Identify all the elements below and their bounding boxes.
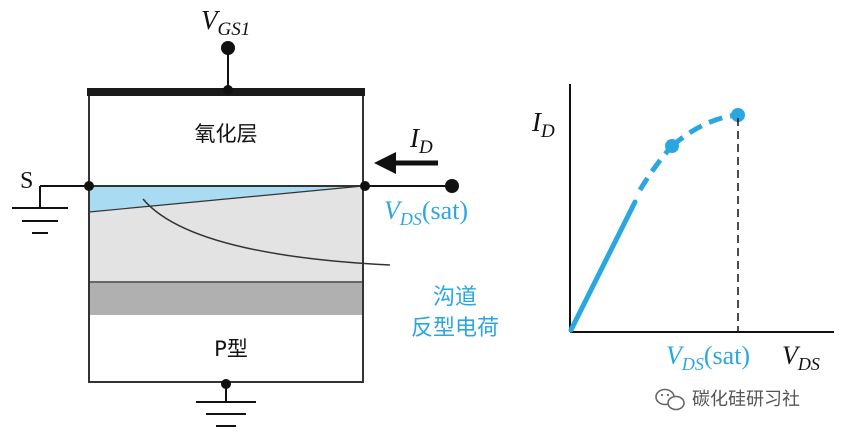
- substrate-label: P型: [214, 337, 248, 361]
- linear-region-curve: [568, 199, 638, 333]
- transition-dashed-curve: [637, 144, 674, 192]
- substrate-ground-icon: [196, 401, 256, 427]
- watermark: 碳化硅研习社: [655, 388, 800, 411]
- curve-point-1: [665, 139, 679, 153]
- wechat-icon: [655, 388, 685, 411]
- watermark-text: 碳化硅研习社: [692, 389, 800, 410]
- x-tick-saturation-label: VDS(sat): [666, 341, 750, 374]
- drain-current-label: ID: [409, 123, 433, 158]
- saturation-point: [731, 108, 745, 122]
- oxide-label: 氧化层: [195, 122, 258, 146]
- source-label: S: [20, 168, 33, 194]
- id-vds-graph: ID VDS(sat) VDS: [531, 84, 834, 374]
- mosfet-cross-section: VGS1 氧化层 S ID VDS(sat) 沟道 反型电荷 P型: [12, 5, 499, 427]
- substrate-band: [90, 283, 362, 315]
- drain-current-arrow-icon: [374, 152, 438, 174]
- x-axis-label: VDS: [782, 341, 820, 374]
- y-axis-label: ID: [531, 107, 555, 142]
- channel-label-line1: 沟道: [433, 285, 477, 310]
- channel-leader-line: [142, 198, 391, 266]
- gate-terminal-dot: [221, 41, 235, 55]
- channel-edge-line: [88, 185, 364, 213]
- drain-terminal-dot: [445, 179, 459, 193]
- gate-voltage-label: VGS1: [201, 5, 250, 40]
- drain-saturation-voltage-label: VDS(sat): [384, 196, 468, 229]
- source-ground-icon: [12, 196, 68, 234]
- gate-contact-dot: [223, 85, 233, 95]
- channel-label-line2: 反型电荷: [411, 316, 499, 341]
- saturation-dashed-curve: [670, 112, 739, 148]
